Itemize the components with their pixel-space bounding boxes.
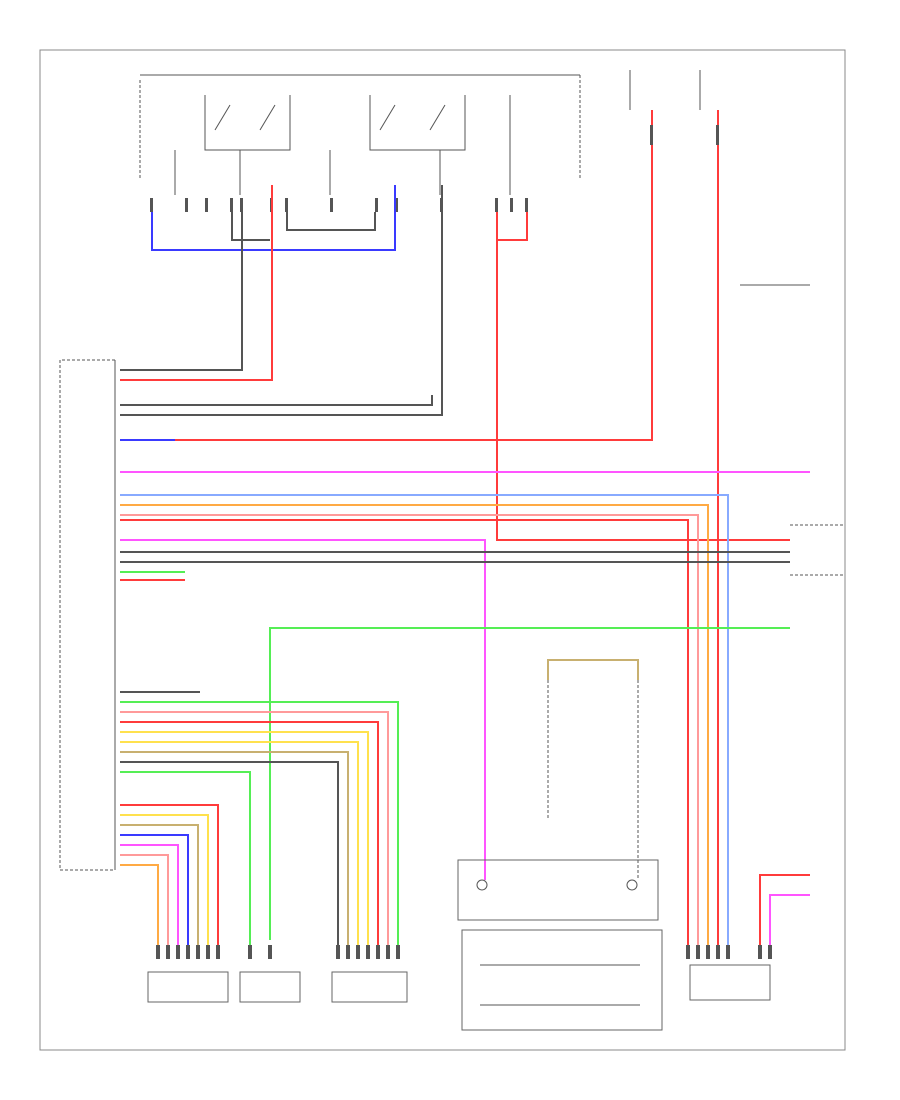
throttle-position-sensor [331,971,408,1003]
cruise-control-circuit [457,659,663,1031]
cruise-control-switch-box [457,859,659,921]
cruise-control-main-switch-box [461,929,663,1031]
sensor-boxes [147,874,810,1003]
combination-meter [689,964,771,1001]
brake-light-switch-block [139,74,581,195]
accelerator-pedal-sensor [147,971,229,1003]
engine-control-module [59,359,116,871]
ecm-harness [120,439,810,945]
top-connector-stubs [150,198,528,212]
right-terminals [740,284,845,576]
diagram-frame [39,49,846,1051]
sensor-harness [120,691,399,945]
right-fuse-feeds [120,70,719,945]
bottom-connectors [156,945,772,959]
top-wiring [120,185,790,541]
crankshaft-position-sensor [239,971,301,1003]
